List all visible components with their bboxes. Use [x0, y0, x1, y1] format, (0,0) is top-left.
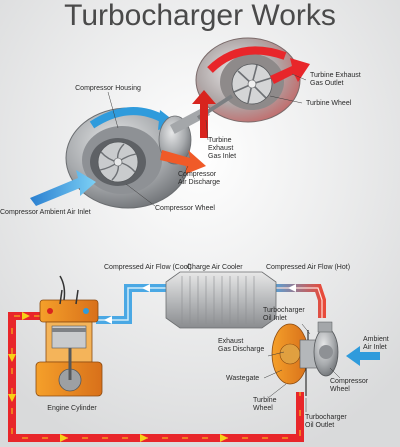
engine-cylinder — [35, 275, 103, 397]
label-turbine-exhaust-gas-outlet-2: Gas Outlet — [310, 80, 344, 87]
label-compressor-wheel-bottom-2: Wheel — [330, 386, 350, 393]
label-turbocharger-oil-inlet-1: Turbocharger — [263, 307, 305, 314]
label-ambient-air-inlet-2: Air Inlet — [363, 344, 387, 351]
turbocharger-assembly — [271, 321, 339, 396]
turbine-wheel — [231, 63, 273, 105]
compressor-wheel — [97, 141, 139, 183]
label-turbine-wheel-bottom-2: Wheel — [253, 405, 273, 412]
label-compressor-ambient-air-inlet: Compressor Ambient Air Inlet — [0, 209, 91, 216]
label-turbine-exhaust-gas-inlet-1: Turbine — [208, 137, 232, 144]
intake-flow-arrow-2 — [104, 316, 112, 324]
charge-air-cooler — [165, 271, 277, 329]
label-compressor-air-discharge-2: Air Discharge — [178, 179, 220, 186]
label-compressor-housing: Compressor Housing — [75, 85, 141, 92]
label-compressor-wheel-top: Compressor Wheel — [155, 205, 215, 212]
top-leader-lines — [107, 73, 307, 207]
page-title: Turbocharger Works — [64, 0, 336, 32]
label-compressor-wheel-bottom-1: Compressor — [330, 378, 369, 385]
turbine-swirl-arrow — [207, 46, 287, 73]
compressor-discharge-arrow — [160, 150, 206, 174]
hot-flow-arrow — [288, 284, 296, 292]
label-ambient-air-inlet-1: Ambient — [363, 336, 389, 343]
exhaust-pipe-loop — [8, 312, 304, 442]
label-turbocharger-oil-inlet-2: Oil Inlet — [263, 315, 287, 322]
compressor-inlet-arrow — [30, 170, 96, 206]
label-turbocharger-oil-outlet-1: Turbocharger — [305, 414, 347, 421]
label-compressed-air-flow-cool: Compressed Air Flow (Cool) — [104, 264, 192, 271]
intake-flow-arrow-1 — [142, 284, 150, 292]
bottom-leader-lines — [263, 323, 341, 412]
label-engine-cylinder: Engine Cylinder — [47, 405, 97, 412]
label-compressor-air-discharge-1: Compressor — [178, 171, 217, 178]
label-charge-air-cooler: Charge Air Cooler — [187, 264, 243, 271]
label-exhaust-gas-discharge-1: Exhaust — [218, 338, 243, 345]
label-turbine-exhaust-gas-outlet-1: Turbine Exhaust — [310, 72, 361, 79]
label-turbocharger-oil-outlet-2: Oil Outlet — [305, 422, 334, 429]
label-wastegate: Wastegate — [226, 375, 259, 382]
label-exhaust-gas-discharge-2: Gas Discharge — [218, 346, 264, 353]
label-compressed-air-flow-hot: Compressed Air Flow (Hot) — [266, 264, 350, 271]
turbine-inlet-arrow — [192, 90, 216, 138]
label-turbine-wheel-top: Turbine Wheel — [306, 100, 352, 107]
label-turbine-exhaust-gas-inlet-3: Gas Inlet — [208, 153, 236, 160]
compressor-swirl-arrow — [89, 107, 167, 129]
ambient-air-arrow — [346, 346, 380, 366]
exhaust-flow-arrows — [8, 312, 228, 442]
label-turbine-wheel-bottom-1: Turbine — [253, 397, 277, 404]
label-turbine-exhaust-gas-inlet-2: Exhaust — [208, 145, 233, 152]
